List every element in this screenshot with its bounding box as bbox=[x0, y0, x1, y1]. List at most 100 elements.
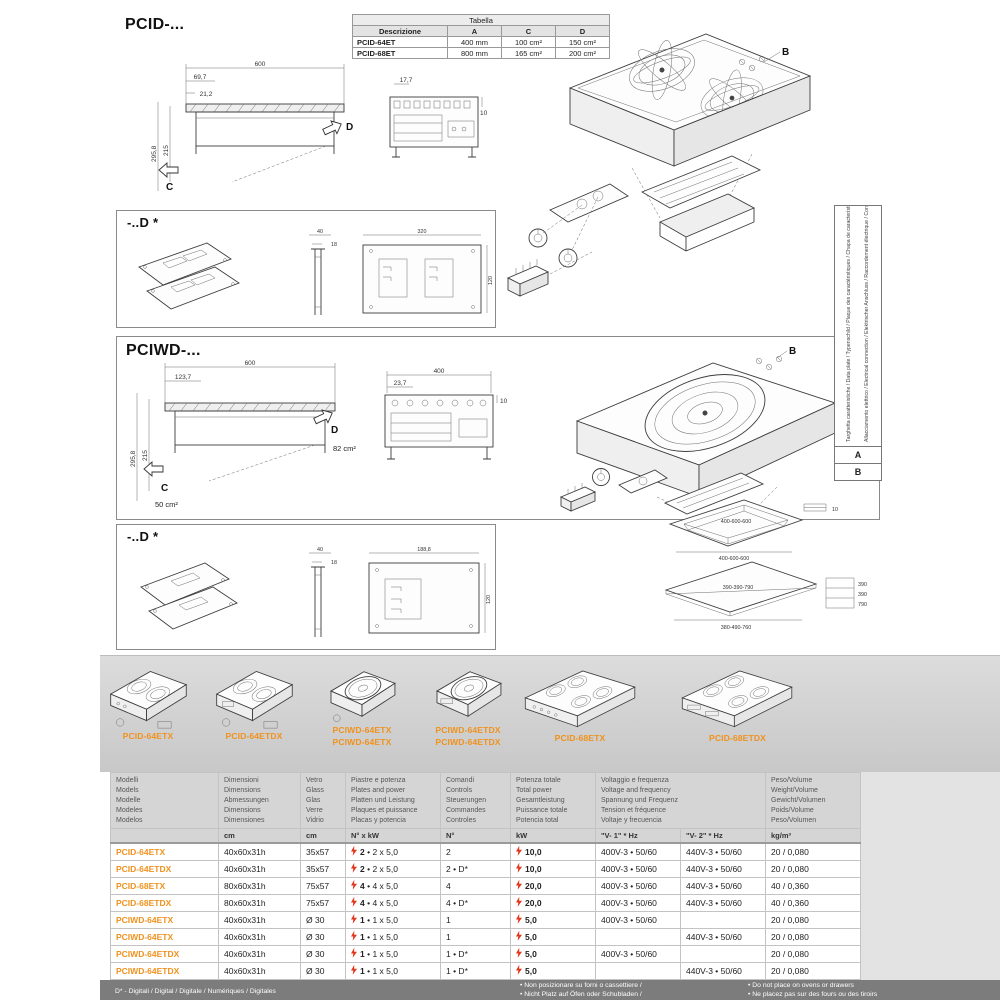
cell-plates: 1 • 1 x 5,0 bbox=[345, 910, 441, 929]
cell-voltage-2: 440V-3 • 50/60 bbox=[680, 842, 766, 861]
cell-glass: 35x57 bbox=[300, 859, 346, 878]
cell-voltage-2: 440V-3 • 50/60 bbox=[680, 927, 766, 946]
pcid-d-title: -..D * bbox=[127, 215, 159, 230]
profile-section: 40 18 bbox=[309, 547, 337, 637]
cutout-box-label: 400-600-600 bbox=[721, 519, 752, 525]
cell-plates: 1 • 1 x 5,0 bbox=[345, 961, 441, 980]
products-band: PCID-64ETX PCID-64ETDX PCIWD-6 bbox=[100, 655, 1000, 772]
dim-offset2: 21,2 bbox=[200, 91, 213, 98]
cell-controls: 2 • D* bbox=[440, 859, 511, 878]
tabella-cell-desc: PCID-64ET bbox=[352, 36, 448, 48]
product-image-4-zone bbox=[523, 670, 636, 728]
power-bolt-icon bbox=[351, 879, 357, 890]
tabella-cell-a: 800 mm bbox=[447, 47, 502, 59]
cell-weight: 20 / 0,080 bbox=[765, 910, 861, 929]
cell-dimensions: 80x60x31h bbox=[218, 893, 301, 912]
cell-weight: 40 / 0,360 bbox=[765, 876, 861, 895]
depth-stack: 390 390 790 bbox=[825, 577, 867, 609]
area-d-label: 82 cm² bbox=[333, 444, 356, 453]
cell-plates: 4 • 4 x 5,0 bbox=[345, 893, 441, 912]
cell-glass: 35x57 bbox=[300, 842, 346, 861]
dim-width: 600 bbox=[255, 61, 266, 68]
dim-18: 18 bbox=[331, 242, 337, 248]
cell-power: 10,0 bbox=[510, 859, 596, 878]
arrow-d bbox=[313, 409, 333, 425]
product-thumb-pcid-64etdx: PCID-64ETDX bbox=[204, 662, 304, 742]
cell-voltage-1: 400V-3 • 50/60 bbox=[595, 842, 681, 861]
dim-height2: 215 bbox=[142, 450, 149, 461]
spec-row: PCID-64ETX 40x60x31h 35x57 2 • 2 x 5,0 2… bbox=[110, 842, 861, 861]
terminal-block bbox=[559, 483, 597, 512]
arrow-c-label: C bbox=[166, 182, 173, 193]
product-thumb-pciwd-64etdx: PCIWD-64ETDX PCIWD-64ETDX bbox=[414, 662, 522, 748]
edge-section bbox=[803, 503, 827, 512]
product-label-2: PCIWD-64ETDX bbox=[435, 736, 501, 747]
profile-section: 40 18 bbox=[309, 229, 337, 315]
footnote-fr: • Ne placez pas sur des fours ou des tir… bbox=[748, 991, 878, 998]
cell-model: PCID-64ETDX bbox=[110, 859, 219, 878]
pciwd-d-title: -..D * bbox=[127, 529, 159, 544]
legend-b-text: Allacciamento elettrico / Electrical con… bbox=[863, 206, 870, 442]
footer-band: D* - Digitali / Digital / Digitale / Num… bbox=[100, 980, 1000, 1000]
arrow-c bbox=[143, 461, 164, 477]
footnote-en: • Do not place on ovens or drawers bbox=[748, 982, 854, 989]
cell-dimensions: 40x60x31h bbox=[218, 842, 301, 861]
pciwd-d-drawing: 40 18 188,8 120 bbox=[140, 547, 492, 637]
product-image-wok bbox=[330, 671, 396, 722]
legend-a-text: Targhetta caratteristiche / Data plate /… bbox=[845, 206, 852, 442]
cutout-drawings: 400-600-600 400-600-600 10 390-390-790 3… bbox=[664, 499, 867, 631]
cell-dimensions: 80x60x31h bbox=[218, 876, 301, 895]
product-label: PCIWD-64ETDX bbox=[435, 725, 501, 735]
footnote-it: • Non posizionare su forni o cassettiere… bbox=[520, 982, 642, 989]
spec-table: Modelli Models Modelle Modeles Modelos D… bbox=[110, 772, 861, 980]
cell-glass: 75x57 bbox=[300, 876, 346, 895]
area-c-label: 50 cm² bbox=[155, 500, 178, 509]
legend-box: Targhetta caratteristiche / Data plate /… bbox=[834, 205, 882, 481]
cell-model: PCID-68ETDX bbox=[110, 893, 219, 912]
unit-voltage-2: "V- 2" * Hz bbox=[680, 827, 766, 844]
unit-plates: N° x kW bbox=[345, 827, 441, 844]
burner-zone-1 bbox=[629, 40, 695, 100]
pciwd-section: PCIWD-... 600 123,7 295,8 215 D 82 cm² bbox=[116, 336, 880, 520]
cell-weight: 20 / 0,080 bbox=[765, 944, 861, 963]
product-label: PCID-64ETDX bbox=[225, 731, 283, 741]
cell-glass: 75x57 bbox=[300, 893, 346, 912]
dim-40: 40 bbox=[317, 229, 323, 235]
cell-plates: 2 • 2 x 5,0 bbox=[345, 842, 441, 861]
cell-glass: Ø 30 bbox=[300, 910, 346, 929]
cell-dimensions: 40x60x31h bbox=[218, 910, 301, 929]
electrical-connection-label: B bbox=[782, 47, 789, 58]
unit-glass: cm bbox=[300, 827, 346, 844]
cell-voltage-1: 400V-3 • 50/60 bbox=[595, 910, 681, 929]
arrow-c bbox=[158, 162, 179, 178]
cell-model: PCIWD-64ETX bbox=[110, 910, 219, 929]
pcid-d-section: -..D * 40 18 320 120 bbox=[116, 210, 496, 328]
cell-weight: 20 / 0,080 bbox=[765, 927, 861, 946]
control-knob-1 bbox=[528, 228, 548, 248]
pcid-side-drawing: 600 69,7 21,2 295,8 215 D C bbox=[151, 61, 353, 193]
cutout-box-label2: 400-600-600 bbox=[719, 556, 750, 562]
cutout-dim-10: 10 bbox=[832, 507, 838, 513]
cell-dimensions: 40x60x31h bbox=[218, 944, 301, 963]
unit-power: kW bbox=[510, 827, 596, 844]
cutout-panel-label2: 380-490-760 bbox=[721, 625, 752, 631]
cell-weight: 20 / 0,080 bbox=[765, 961, 861, 980]
tabella-header-descrizione: Descrizione bbox=[352, 25, 448, 37]
product-label: PCIWD-64ETX bbox=[332, 725, 392, 735]
cell-plates: 4 • 4 x 5,0 bbox=[345, 876, 441, 895]
cell-voltage-1 bbox=[595, 927, 681, 946]
knob-plate bbox=[549, 183, 629, 223]
knob-plate bbox=[618, 469, 668, 494]
dim-top: 23,7 bbox=[394, 380, 407, 387]
cell-power: 20,0 bbox=[510, 893, 596, 912]
product-image-wok bbox=[436, 671, 502, 718]
pciwd-front-drawing: 400 23,7 10 bbox=[384, 368, 508, 460]
cell-voltage-2: 440V-3 • 50/60 bbox=[680, 859, 766, 878]
dim-18: 18 bbox=[331, 560, 337, 566]
cell-weight: 20 / 0,080 bbox=[765, 859, 861, 878]
pcid-d-drawing: 40 18 320 120 bbox=[138, 229, 493, 315]
spec-row: PCID-68ETX 80x60x31h 75x57 4 • 4 x 5,0 4… bbox=[110, 876, 861, 895]
stack-dim-1: 390 bbox=[858, 582, 867, 588]
header-plates-power: Piastre e potenza Plates and power Platt… bbox=[345, 772, 441, 829]
